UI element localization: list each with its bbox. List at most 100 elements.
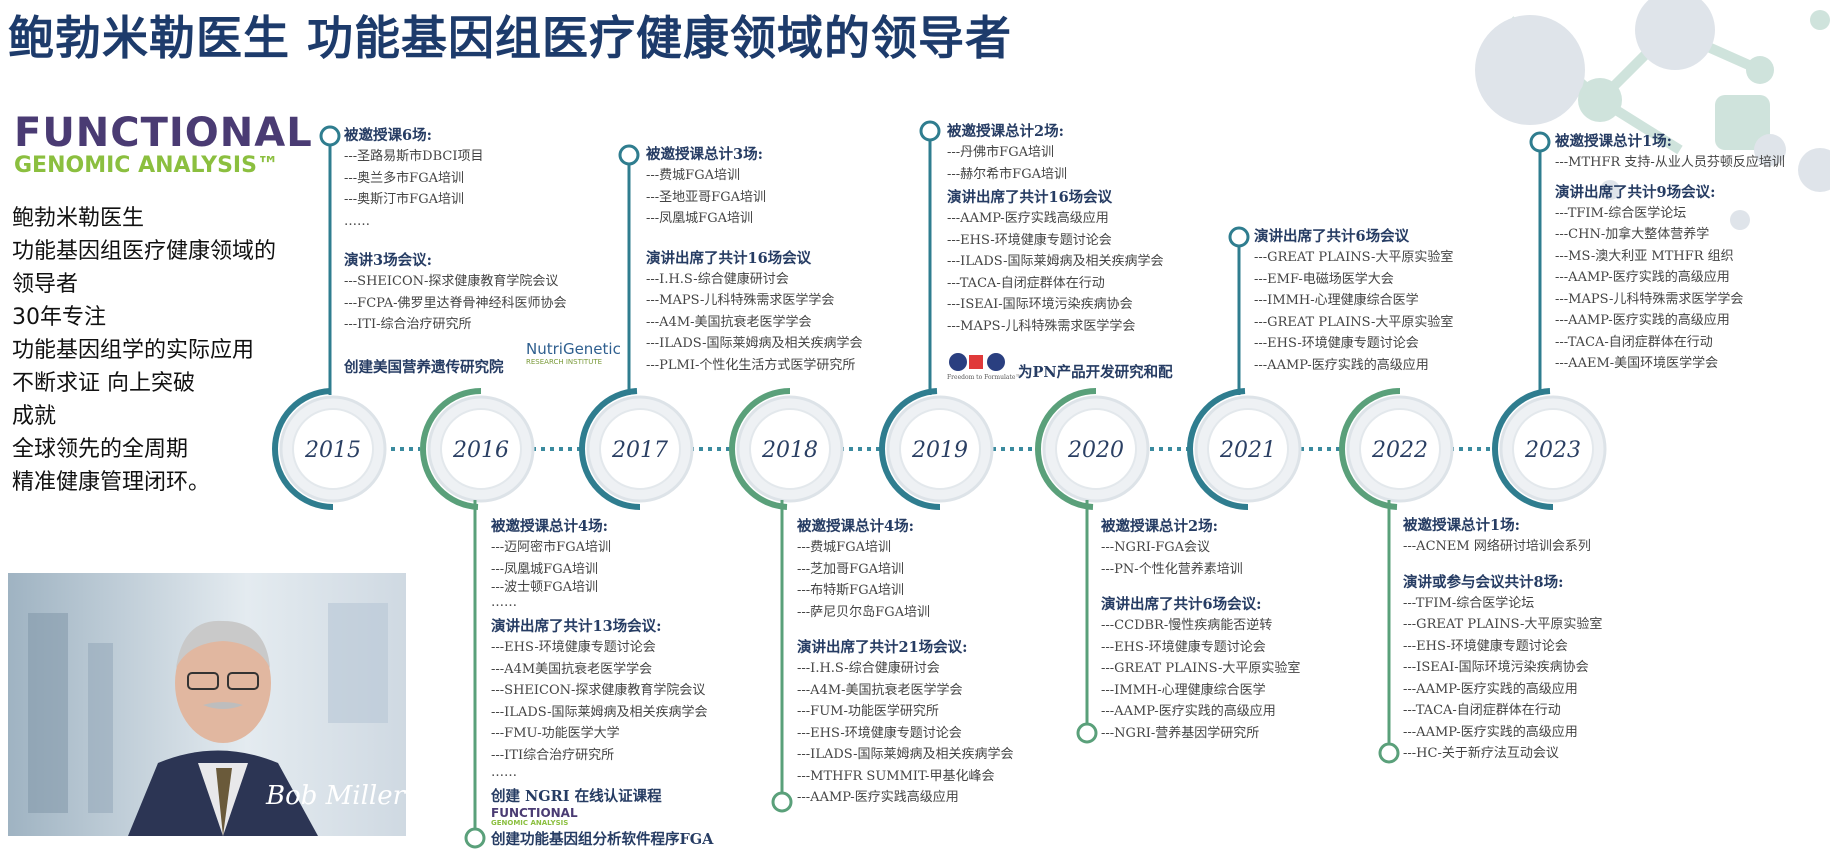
list-item: ---IMMH-心理健康综合医学 (1101, 682, 1266, 698)
intro-line: 精准健康管理闭环。 (12, 470, 211, 495)
list-item: ---EHS-环境健康专题讨论会 (1403, 638, 1568, 654)
heading: 被邀授课总计2场: (1101, 518, 1218, 535)
list-item: ---A4M-美国抗衰老医学学会 (646, 314, 812, 330)
page-title: 鲍勃米勒医生 功能基因组医疗健康领域的领导者 (8, 11, 1013, 65)
list-item: ---AAMP-医疗实践的高级应用 (1101, 704, 1276, 719)
year-inner (1055, 408, 1137, 490)
list-item: ---ILADS-国际莱姆病及相关疾病学会 (491, 704, 708, 720)
list-item: ---ILADS-国际莱姆病及相关疾病学会 (646, 336, 863, 351)
year-inner (440, 408, 522, 490)
list-item: ---AAMP-医疗实践高级应用 (797, 790, 959, 805)
intro-line: 成就 (12, 404, 57, 429)
list-item: ---ILADS-国际莱姆病及相关疾病学会 (797, 747, 1014, 762)
heading: 演讲3场会议: (344, 252, 432, 269)
heading: 被邀授课总计1场: (1555, 133, 1672, 150)
list-item: ---AAMP-医疗实践高级应用 (947, 211, 1109, 226)
list-item: ---EHS-环境健康专题讨论会 (797, 725, 962, 741)
heading: 被邀授课总计4场: (797, 518, 914, 535)
intro-line: 功能基因组医疗健康领域的 (12, 239, 277, 264)
list-item: ---MTHFR 支持-从业人员芬顿反应培训 (1555, 155, 1785, 170)
list-item: ---CHN-加拿大整体营养学 (1555, 227, 1710, 242)
block-2021: 演讲出席了共计6场会议 ---GREAT PLAINS-大平原实验室 ---EM… (1254, 226, 1453, 376)
year-node-2015: 2015 (271, 388, 387, 510)
list-item: ---TACA-自闭症群体在行动 (1555, 334, 1713, 350)
year-label: 2022 (1371, 438, 1428, 463)
year-arc (419, 388, 482, 510)
list-item: ---A4M美国抗衰老医学学会 (491, 661, 653, 677)
year-arc (1186, 388, 1249, 510)
pn-logo: Freedom to Formulate™ (947, 352, 1021, 381)
list-item: ---凤凰城FGA培训 (646, 211, 753, 226)
list-item: ---TACA-自闭症群体在行动 (1403, 703, 1561, 718)
list-item: ---ISEAI-国际环境污染疾病协会 (1403, 660, 1589, 675)
year-label: 2019 (911, 438, 968, 463)
list-item: ---费城FGA培训 (646, 168, 740, 183)
list-item: ---MTHFR SUMMIT-甲基化峰会 (797, 768, 995, 784)
year-node-2016: 2016 (419, 388, 535, 510)
year-arc (878, 388, 941, 510)
heading: 被邀授课总计4场: (491, 518, 608, 535)
intro-line: 30年专注 (12, 305, 106, 330)
list-item: ---MAPS-儿科特殊需求医学学会 (947, 318, 1136, 334)
heading: 被邀授课总计3场: (646, 146, 763, 163)
year-label: 2023 (1524, 438, 1581, 463)
list-item: ---IMMH-心理健康综合医学 (1254, 293, 1419, 308)
year-inner (599, 408, 681, 490)
pn-logo-mark (949, 353, 1005, 371)
year-inner (749, 408, 831, 490)
list-item: ---NGRI-营养基因学研究所 (1101, 725, 1260, 741)
heading: 演讲出席了共计21场会议: (797, 639, 968, 656)
list-item: ---MAPS-儿科特殊需求医学学会 (1555, 291, 1744, 307)
block-2022: 被邀授课总计1场: ---ACNEM 网络研讨培训会系列 演讲或参与会议共计8场… (1403, 515, 1602, 765)
list-item: ---布特斯FGA培训 (797, 583, 904, 598)
list-item: ---EHS-环境健康专题讨论会 (1254, 336, 1419, 351)
list-item: ---GREAT PLAINS-大平原实验室 (1254, 314, 1454, 330)
list-item: ---赫尔希市FGA培训 (947, 166, 1067, 182)
block-2015: 被邀授课6场: ---圣路易斯市DBCI项目 ---奥兰多市FGA培训 ---奥… (344, 125, 566, 336)
year-node-2019: 2019 (878, 388, 994, 510)
list-item: ---波士顿FGA培训 (491, 580, 598, 595)
fga-small-logo-line1: FUNCTIONAL (491, 806, 578, 820)
list-item: ---迈阿密市FGA培训 (491, 540, 611, 555)
year-inner (899, 408, 981, 490)
year-node-2021: 2021 (1186, 388, 1302, 510)
block-2016: 被邀授课总计4场: ---迈阿密市FGA培训 ---凤凰城FGA培训 ---波士… (491, 516, 713, 850)
intro-line: 鲍勃米勒医生 (12, 206, 145, 231)
pn-product-text: 为PN产品开发研究和配 (1018, 364, 1173, 381)
list-item: ---TACA-自闭症群体在行动 (947, 275, 1105, 291)
list-item: ---I.H.S-综合健康研讨会 (797, 661, 940, 676)
block-2020: 被邀授课总计2场: ---NGRI-FGA会议 ---PN-个性化营养素培训 演… (1101, 516, 1300, 744)
year-node-2022: 2022 (1338, 388, 1454, 510)
list-item: …… (344, 213, 370, 229)
molecule-decoration (1475, 0, 1830, 230)
list-item: ---AAMP-医疗实践的高级应用 (1254, 357, 1429, 373)
year-label: 2021 (1219, 438, 1276, 463)
list-item: …… (491, 765, 517, 780)
year-node-2018: 2018 (728, 388, 844, 510)
heading: 被邀授课总计2场: (947, 123, 1064, 140)
year-inner (1207, 408, 1289, 490)
list-item: ---ISEAI-国际环境污染疾病协会 (947, 297, 1133, 312)
list-item: ---奥斯汀市FGA培训 (344, 192, 464, 207)
list-item: ---费城FGA培训 (797, 540, 891, 555)
list-item: ---芝加哥FGA培训 (797, 561, 904, 577)
list-item: ---凤凰城FGA培训 (491, 561, 598, 577)
heading: 被邀授课6场: (344, 127, 432, 144)
heading: 演讲出席了共计16场会议 (646, 249, 812, 267)
list-item: ---FMU-功能医学大学 (491, 726, 620, 741)
year-node-2020: 2020 (1034, 388, 1150, 510)
year-label: 2018 (761, 438, 818, 463)
list-item: ---TFIM-综合医学论坛 (1403, 595, 1535, 611)
list-item: ---EHS-环境健康专题讨论会 (947, 232, 1112, 248)
list-item: ---EMF-电磁场医学大会 (1254, 271, 1394, 287)
intro-text: 鲍勃米勒医生 功能基因组医疗健康领域的 领导者 30年专注 功能基因组学的实际应… (12, 202, 276, 499)
list-item: ---PLMI-个性化生活方式医学研究所 (646, 357, 856, 373)
year-inner (1359, 408, 1441, 490)
list-item: ---EHS-环境健康专题讨论会 (491, 640, 656, 655)
fga-small-logo-line2: GENOMIC ANALYSIS (491, 819, 569, 827)
list-item: ---ITI-综合治疗研究所 (344, 317, 472, 332)
year-arc (1034, 388, 1097, 510)
list-item: ---ITI综合治疗研究所 (491, 747, 615, 763)
year-arc (728, 388, 791, 510)
